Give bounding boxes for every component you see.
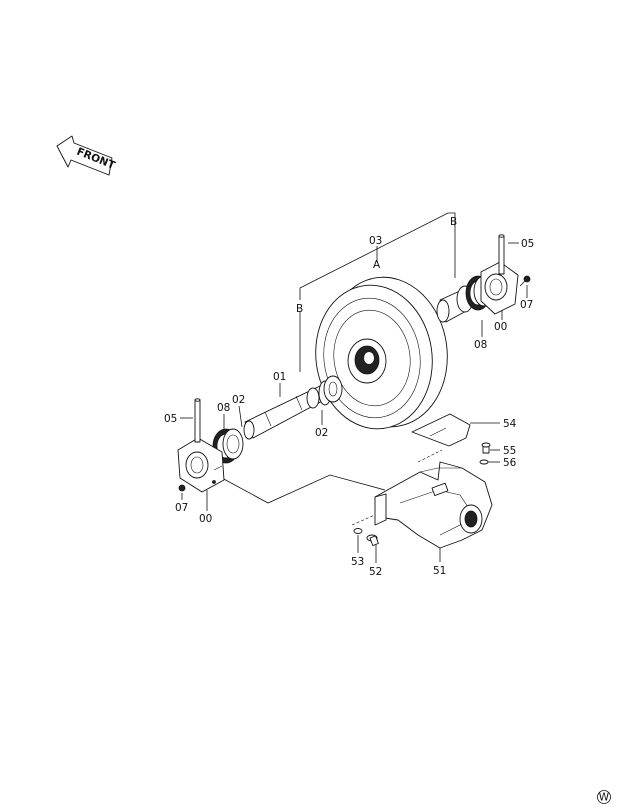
right-support-bracket [480,261,519,315]
corner-w-label: W [599,792,610,804]
idler-wheel [315,276,448,430]
callout-03: 03 [369,235,382,247]
corner-w-badge: W [597,790,611,804]
callout-01: 01 [273,371,286,383]
callout-08-right: 08 [474,339,487,351]
callout-05-right: 05 [521,238,534,250]
callout-A: A [373,259,381,271]
callout-00-right: 00 [494,321,507,333]
callout-52: 52 [369,566,382,578]
callout-B-left: B [296,303,303,315]
right-bolt-07 [519,275,531,287]
callout-02-upper: 02 [232,394,245,406]
callout-00-left: 00 [199,513,212,525]
left-bolt-07 [178,484,186,492]
callout-05-left: 05 [164,413,177,425]
callout-55: 55 [503,445,516,457]
callout-B-right: B [450,216,457,228]
callout-53: 53 [351,556,364,568]
washer-53 [353,528,363,534]
callout-labels: 03 A B B 05 07 00 08 01 02 02 08 05 07 0… [164,216,534,578]
callout-51: 51 [433,565,446,577]
callout-08-left: 08 [217,402,230,414]
front-arrow-icon: FRONT [56,135,117,176]
callout-56: 56 [503,457,517,469]
washer-02-upper [318,375,343,406]
washer-56 [479,459,489,465]
leader-lines [180,212,528,563]
washer-02-lower [306,387,320,409]
bolt-55 [481,442,491,454]
yoke-frame-51 [374,461,493,549]
cover-plate-54 [411,413,471,447]
callout-07-right: 07 [520,299,533,311]
right-pin-05 [498,234,505,275]
callout-02-lower: 02 [315,427,328,439]
left-pin-05 [194,398,201,443]
callout-07-left: 07 [175,502,188,514]
bolt-52 [366,534,379,546]
callout-54: 54 [503,418,517,430]
left-support-bracket [177,437,225,493]
